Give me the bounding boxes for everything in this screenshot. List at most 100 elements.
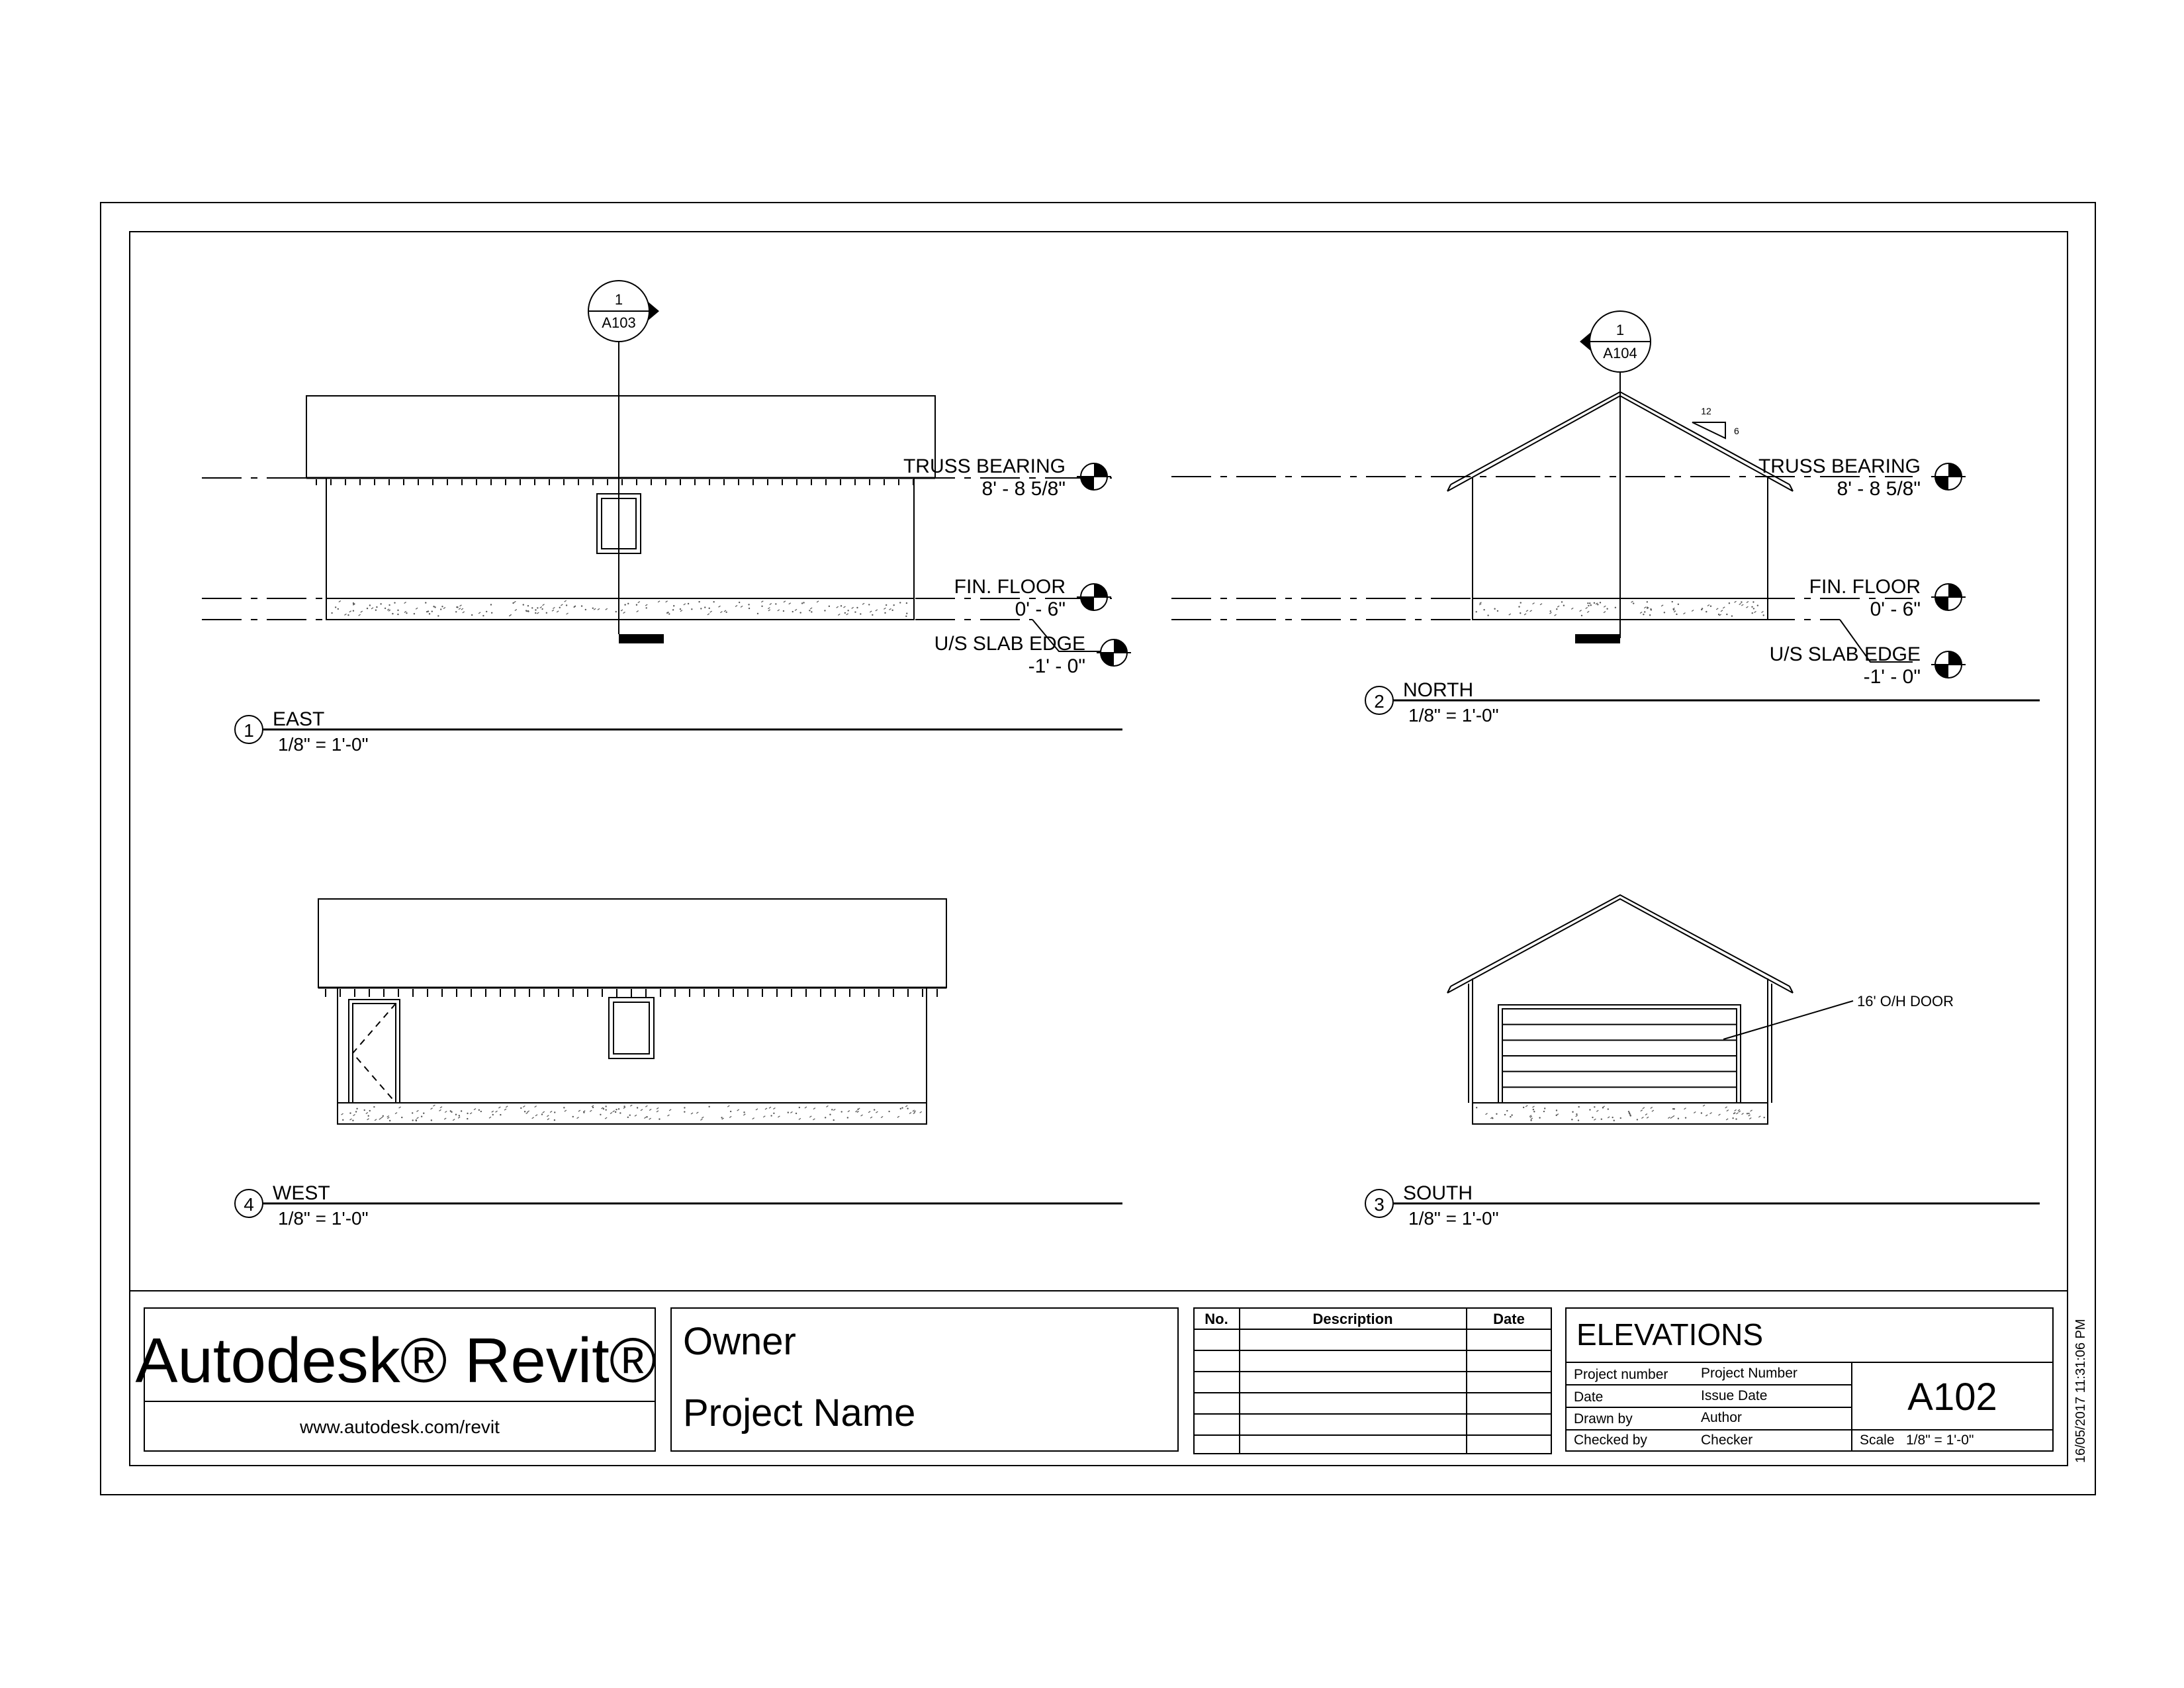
concrete-speck: [708, 607, 710, 610]
concrete-speck: [527, 610, 529, 612]
north-ridge-r: [1789, 484, 1794, 492]
concrete-speck: [412, 1119, 414, 1121]
sheet-title: ELEVATIONS: [1576, 1317, 1763, 1352]
concrete-speck: [1606, 608, 1608, 610]
concrete-speck: [656, 1107, 659, 1109]
concrete-speck: [1649, 614, 1651, 616]
concrete-speck: [644, 1117, 647, 1119]
east-slab: [326, 598, 915, 620]
concrete-speck: [580, 605, 583, 607]
concrete-speck: [798, 1106, 801, 1109]
concrete-speck: [1650, 1106, 1653, 1109]
concrete-speck: [1741, 601, 1743, 603]
concrete-speck: [637, 601, 641, 604]
concrete-speck: [1726, 613, 1728, 616]
concrete-speck: [369, 604, 371, 606]
autodesk-revit-logo: Autodesk® Revit®: [135, 1325, 656, 1396]
concrete-speck: [473, 1108, 477, 1111]
concrete-speck: [617, 1108, 620, 1110]
concrete-speck: [1646, 1116, 1649, 1119]
concrete-speck: [478, 1109, 480, 1111]
sheet-number: A102: [1907, 1376, 1997, 1419]
west-elevation: 4 WEST 1/8" = 1'-0": [234, 898, 1122, 1229]
concrete-speck: [375, 609, 377, 611]
concrete-speck: [387, 1117, 390, 1119]
concrete-speck: [801, 602, 803, 604]
concrete-speck: [846, 1117, 849, 1119]
concrete-speck: [1577, 1119, 1580, 1121]
concrete-speck: [411, 1112, 414, 1114]
website-link[interactable]: www.autodesk.com/revit: [299, 1417, 500, 1437]
concrete-speck: [1593, 602, 1596, 604]
concrete-speck: [665, 600, 668, 603]
concrete-speck: [646, 1116, 648, 1118]
north-view-number: 2: [1374, 691, 1385, 712]
concrete-speck: [1494, 608, 1496, 610]
concrete-speck: [856, 606, 858, 609]
concrete-speck: [455, 1113, 457, 1115]
concrete-speck: [416, 1109, 419, 1112]
concrete-speck: [1719, 614, 1721, 616]
concrete-speck: [725, 611, 727, 613]
concrete-speck: [388, 604, 390, 606]
concrete-speck: [847, 610, 849, 612]
concrete-speck: [382, 1115, 385, 1117]
concrete-speck: [352, 603, 355, 606]
north-slab-marker-icon: [1931, 651, 1966, 679]
concrete-speck: [1754, 610, 1756, 613]
concrete-speck: [735, 604, 738, 607]
concrete-speck: [439, 1109, 441, 1111]
concrete-speck: [363, 1109, 365, 1111]
concrete-speck: [1589, 1109, 1591, 1111]
concrete-speck: [582, 1110, 586, 1113]
concrete-speck: [535, 609, 537, 611]
concrete-speck: [729, 1115, 732, 1118]
east-wall: [326, 477, 915, 599]
concrete-speck: [478, 612, 481, 614]
concrete-speck: [523, 1111, 526, 1113]
concrete-speck: [1706, 610, 1707, 613]
concrete-speck: [443, 606, 446, 609]
concrete-speck: [1487, 614, 1489, 616]
concrete-speck: [794, 608, 797, 611]
concrete-speck: [876, 1111, 878, 1113]
concrete-speck: [498, 1106, 501, 1109]
concrete-speck: [360, 610, 363, 613]
concrete-speck: [723, 610, 727, 612]
concrete-speck: [764, 1107, 768, 1110]
concrete-speck: [443, 1117, 447, 1120]
concrete-speck: [1709, 605, 1712, 607]
concrete-speck: [572, 1115, 574, 1118]
concrete-speck: [1619, 1117, 1621, 1119]
east-floor-marker-icon: [1077, 583, 1111, 611]
concrete-speck: [1734, 600, 1737, 603]
concrete-speck: [657, 600, 660, 603]
concrete-speck: [467, 1117, 469, 1120]
concrete-speck: [884, 612, 886, 614]
concrete-speck: [659, 1118, 660, 1120]
south-garage-door-panels: [1502, 1023, 1737, 1088]
north-slab-elev: -1' - 0": [1864, 666, 1921, 688]
concrete-speck: [701, 1116, 704, 1119]
concrete-speck: [398, 1106, 401, 1109]
concrete-speck: [691, 608, 693, 610]
concrete-speck: [843, 606, 846, 608]
concrete-speck: [1600, 1118, 1603, 1120]
concrete-speck: [1650, 608, 1652, 610]
concrete-speck: [462, 611, 465, 614]
concrete-speck: [1530, 1119, 1532, 1121]
concrete-speck: [837, 613, 841, 616]
south-door-leader: [1723, 1000, 1854, 1040]
concrete-speck: [1736, 1112, 1739, 1115]
concrete-speck: [748, 604, 750, 606]
concrete-speck: [492, 1113, 494, 1116]
concrete-speck: [623, 1105, 625, 1107]
concrete-speck: [862, 602, 865, 605]
concrete-speck: [430, 1107, 433, 1110]
concrete-speck: [1748, 1114, 1751, 1117]
concrete-speck: [615, 610, 617, 613]
concrete-speck: [522, 1105, 525, 1108]
east-elevation: 1 A103 TRUSS BEARING 8' - 8 5/8" FIN. FL…: [202, 280, 1131, 755]
concrete-speck: [629, 1104, 633, 1107]
concrete-speck: [338, 600, 341, 602]
